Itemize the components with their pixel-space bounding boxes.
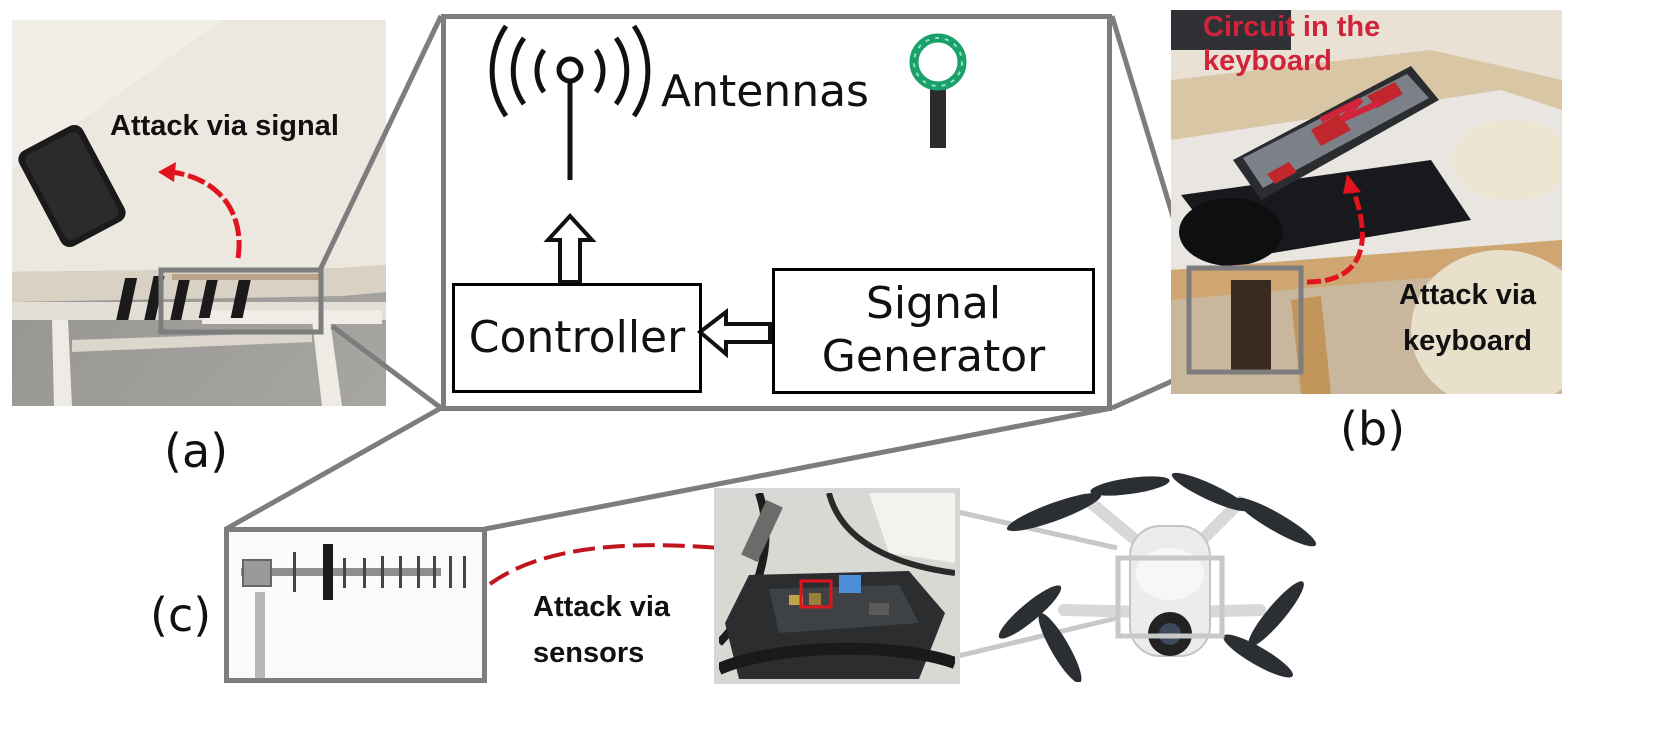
controller-label: Controller	[468, 311, 686, 363]
circuit-label-line1: Circuit in the	[1203, 11, 1381, 43]
photo-table: Attack via signal	[12, 20, 386, 406]
panel-letter-c: (c)	[150, 588, 212, 642]
controller-box: Controller	[452, 283, 702, 393]
highlight-frame-a	[158, 267, 324, 335]
yagi-antenna-frame	[224, 527, 487, 683]
keyboard-illustration	[1171, 10, 1562, 394]
circuit-label: Circuit in the keyboard	[1203, 10, 1380, 78]
attack-label-sensors: Attack via sensors	[533, 584, 670, 676]
attack-keyboard-line2: keyboard	[1403, 325, 1532, 357]
panel-letter-a: (a)	[164, 424, 229, 478]
attack-keyboard-line1: Attack via	[1399, 279, 1537, 311]
table-illustration	[12, 20, 386, 406]
antennas-label: Antennas	[661, 66, 869, 117]
yagi-antenna-icon	[241, 544, 466, 678]
antenna-strips	[116, 274, 322, 320]
highlight-frame-b	[1186, 265, 1304, 375]
propeller-blades	[998, 472, 1317, 682]
drone-board-illustration	[719, 493, 955, 679]
circuit-label-line2: keyboard	[1203, 45, 1332, 77]
generator-label-line1: Signal	[865, 278, 1002, 330]
attack-sensors-line1: Attack via	[533, 591, 671, 623]
highlight-frame-drone	[1115, 555, 1225, 639]
attack-label-signal: Attack via signal	[110, 110, 339, 142]
panel-letter-b: (b)	[1340, 402, 1406, 456]
photo-drone	[990, 462, 1340, 682]
photo-drone-board	[714, 488, 960, 684]
attack-sensors-line2: sensors	[533, 637, 645, 669]
generator-label-line2: Generator	[821, 331, 1046, 382]
sensor-highlight	[799, 579, 833, 609]
keyboard	[1233, 66, 1439, 200]
drone-illustration	[998, 472, 1317, 682]
photo-keyboard: Circuit in the keyboard Attack via keybo…	[1171, 10, 1562, 394]
attack-label-keyboard: Attack via keyboard	[1399, 272, 1536, 364]
signal-generator-box: Signal Generator	[772, 268, 1095, 394]
smartphone	[18, 124, 126, 248]
